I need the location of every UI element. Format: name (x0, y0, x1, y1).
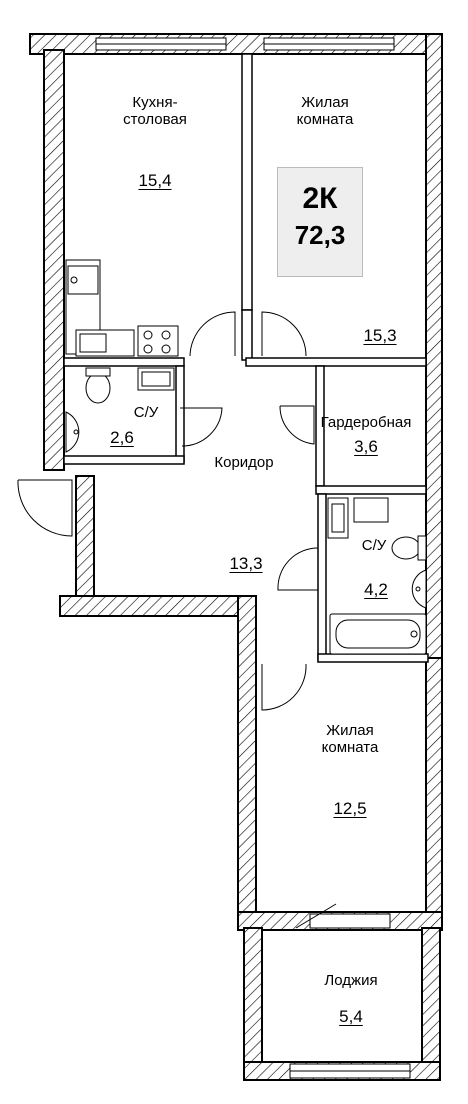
room-name-line: Кухня- (132, 94, 178, 111)
bath1-fixtures (65, 367, 175, 453)
room-kitchen: Кухня- столовая 15,4 (100, 94, 210, 190)
room-corridor-area: 13,3 (216, 554, 276, 574)
room-name: Коридор (214, 454, 274, 471)
room-area: 13,3 (229, 554, 263, 573)
room-bath2: С/У (354, 537, 394, 554)
wall-bottom-corridor (59, 595, 257, 617)
kitchen-fixtures (65, 259, 179, 357)
wall-loggia-right (421, 927, 441, 1079)
room-bath2-area: 4,2 (346, 580, 406, 600)
doors (17, 311, 337, 929)
washbasin-icon (65, 411, 80, 453)
room-name-line: комната (321, 739, 379, 757)
room-area: 5,4 (339, 1007, 363, 1027)
room-loggia: Лоджия 5,4 (296, 972, 406, 1027)
room-corridor: Коридор (196, 454, 292, 471)
room-name-line: Жилая (301, 94, 349, 111)
wall-right-upper (425, 33, 443, 663)
partitions (63, 53, 429, 663)
room-living2: Жилая комната 12,5 (295, 722, 405, 818)
toilet-icon (85, 372, 111, 404)
room-living1-area: 15,3 (350, 326, 410, 346)
room-area: 4,2 (364, 580, 388, 599)
room-area: 2,6 (110, 428, 134, 447)
room-name: Лоджия (324, 972, 378, 989)
room-name: С/У (133, 404, 159, 421)
window-living2 (309, 913, 391, 929)
room-bath1: С/У (126, 404, 166, 421)
room-living1: Жилая комната (270, 94, 380, 129)
stove-icon (137, 325, 179, 357)
room-area: 12,5 (333, 798, 367, 818)
apartment-type: 2К (302, 182, 338, 215)
wall-loggia-left (243, 927, 263, 1079)
room-name: Гардеробная (320, 414, 412, 431)
room-name-line: комната (296, 111, 354, 129)
room-area: 3,6 (354, 437, 378, 457)
room-name-line: столовая (123, 111, 187, 129)
bath2-fixtures (327, 497, 427, 655)
room-area: 15,3 (363, 326, 397, 345)
room-name-line: Жилая (326, 722, 374, 739)
room-area: 15,4 (138, 170, 172, 190)
toilet-2-icon (391, 536, 421, 560)
apartment-badge: 2К 72,3 (277, 167, 363, 277)
room-bath1-area: 2,6 (92, 428, 152, 448)
apartment-total-area: 72,3 (294, 220, 346, 250)
room-name: С/У (361, 537, 387, 554)
wall-left-lower (237, 595, 257, 917)
wall-right-lower (425, 657, 443, 921)
room-wardrobe: Гардеробная 3,6 (306, 414, 426, 457)
windows (95, 37, 411, 1079)
wall-left-upper (43, 49, 65, 471)
